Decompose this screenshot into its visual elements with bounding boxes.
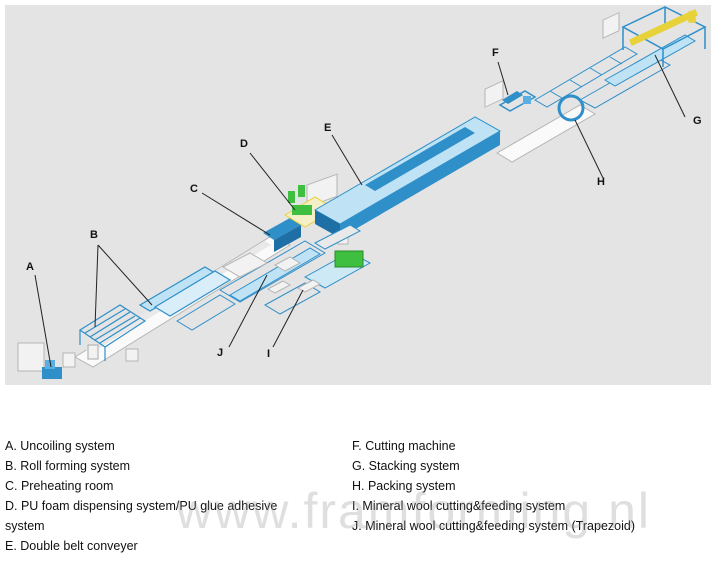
cutting-machine: [498, 90, 537, 112]
background-panels: [17, 11, 620, 372]
production-line-diagram: A B C D E F G H I J: [5, 5, 711, 385]
stacking-system: [621, 6, 707, 67]
callout-c: C: [190, 183, 198, 195]
legend: A. Uncoiling system B. Roll forming syst…: [0, 436, 716, 563]
legend-item: I. Mineral wool cutting&feeding system: [352, 499, 566, 513]
legend-item: J. Mineral wool cutting&feeding system (…: [352, 519, 635, 533]
legend-item: B. Roll forming system: [5, 459, 131, 473]
legend-item: G. Stacking system: [352, 459, 460, 473]
production-line-illustration: [17, 6, 707, 379]
legend-item: system: [5, 519, 45, 533]
legend-item: C. Preheating room: [5, 479, 114, 493]
legend-item: H. Packing system: [352, 479, 456, 493]
legend-right-column: F. Cutting machine G. Stacking system H.…: [352, 436, 635, 536]
callout-b: B: [90, 229, 98, 241]
double-belt-conveyor: [313, 116, 502, 238]
callout-a: A: [26, 261, 34, 273]
legend-item: D. PU foam dispensing system/PU glue adh…: [5, 499, 278, 513]
callout-f: F: [492, 47, 499, 59]
callout-leaders: [34, 54, 686, 368]
legend-item: A. Uncoiling system: [5, 439, 115, 453]
legend-item: E. Double belt conveyer: [5, 539, 138, 553]
callout-i: I: [267, 348, 271, 360]
callout-h: H: [597, 176, 605, 188]
roll-forming-frame: [78, 266, 232, 361]
callout-g: G: [693, 115, 702, 127]
callout-j: J: [217, 347, 224, 359]
callout-d: D: [240, 138, 248, 150]
callout-e: E: [324, 122, 332, 134]
legend-item: F. Cutting machine: [352, 439, 456, 453]
foam-dispensing-unit: [288, 185, 312, 215]
packing-system: [496, 34, 696, 163]
legend-left-column: A. Uncoiling system B. Roll forming syst…: [5, 436, 277, 556]
runout-rollers: [534, 46, 638, 108]
uncoiler-machine: [42, 352, 76, 379]
work-platforms: [221, 252, 322, 294]
